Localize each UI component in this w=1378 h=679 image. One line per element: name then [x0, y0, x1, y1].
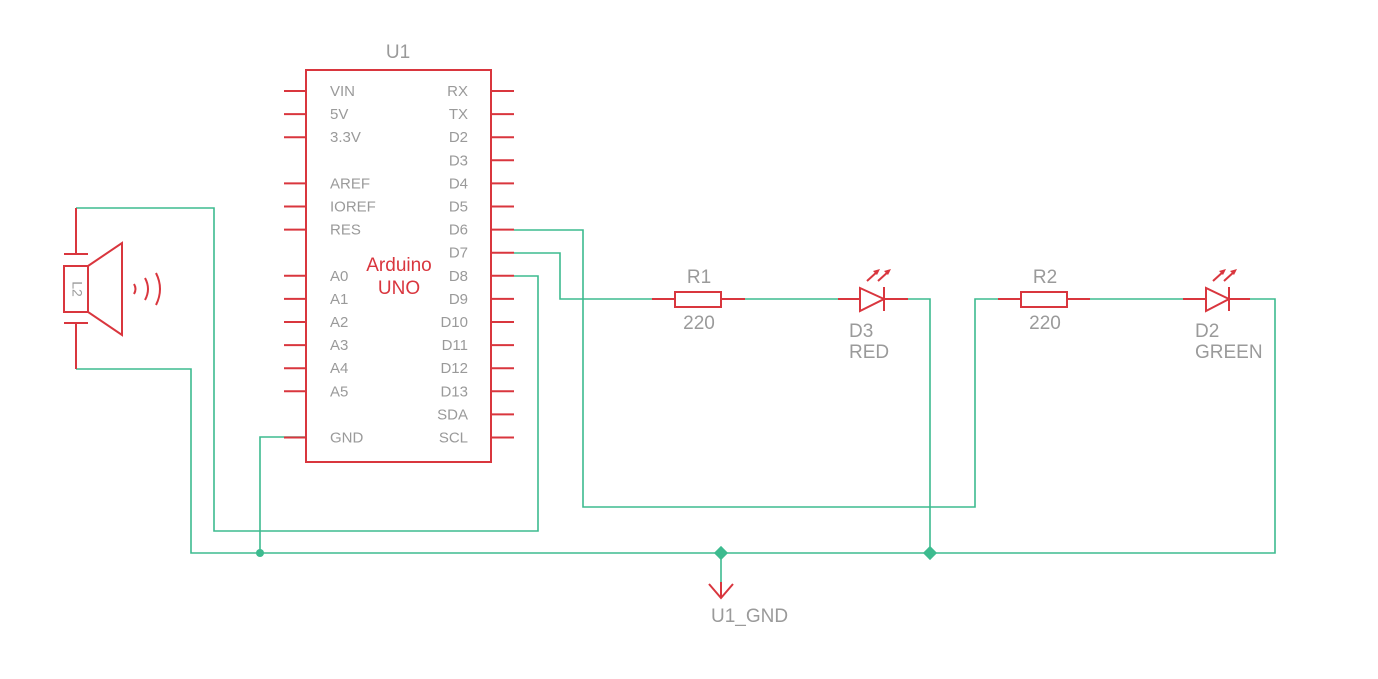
junction-dot [922, 545, 938, 561]
r1-ref: R1 [687, 267, 711, 288]
ground-label: U1_GND [711, 606, 788, 627]
d2-ref: D2 [1195, 321, 1219, 342]
resistor-r2[interactable]: R2 220 [998, 267, 1090, 334]
speaker-ref: L2 [69, 281, 85, 297]
arduino-body [305, 69, 492, 463]
arduino-model: UNO [378, 278, 420, 299]
pin-label: A1 [330, 291, 348, 308]
pin-label: D7 [449, 245, 468, 262]
pin-label: D12 [440, 360, 468, 377]
led-d3[interactable]: D3 RED [838, 269, 908, 363]
arduino-ref: U1 [386, 42, 410, 63]
pin-label: VIN [330, 83, 355, 100]
pin-label: 3.3V [330, 129, 361, 146]
pin-label: D3 [449, 152, 468, 169]
light-emission-icon [1212, 269, 1237, 282]
d3-value: RED [849, 342, 889, 363]
ground-arrow-icon [708, 583, 734, 600]
wire-d8[interactable] [76, 207, 539, 532]
d2-value: GREEN [1195, 342, 1263, 363]
pin-label: 5V [330, 106, 348, 123]
pin-label: RX [447, 83, 468, 100]
junction-dot [713, 545, 729, 561]
speaker[interactable]: L2 [63, 208, 161, 369]
pin-label: D6 [449, 222, 468, 239]
wire-d3-cathode[interactable] [908, 298, 931, 553]
pin-label: A0 [330, 268, 348, 285]
pin-label: D9 [449, 291, 468, 308]
pin-label: D10 [440, 314, 468, 331]
r1-value: 220 [683, 313, 715, 334]
pin-label: A3 [330, 337, 348, 354]
arduino-uno[interactable]: U1 Arduino UNO VIN 5V 3.3V AREF IOREF RES A0A1… [284, 42, 514, 463]
pin-label: SCL [439, 430, 468, 447]
resistor-r1[interactable]: R1 220 [652, 267, 745, 334]
pin-label: A5 [330, 383, 348, 400]
d3-ref: D3 [849, 321, 873, 342]
pin-label: RES [330, 222, 361, 239]
pin-label: D5 [449, 199, 468, 216]
pin-label: GND [330, 430, 364, 447]
wire-gnd[interactable] [259, 436, 306, 553]
pin-label: D13 [440, 383, 468, 400]
pin-label: AREF [330, 175, 370, 192]
wire-d7[interactable] [514, 252, 652, 300]
sound-wave-icon [133, 283, 137, 295]
ground-symbol[interactable]: U1_GND [708, 582, 788, 627]
junction-dot [256, 549, 264, 557]
pin-label: A2 [330, 314, 348, 331]
arduino-name: Arduino [366, 255, 432, 276]
pin-label: A4 [330, 360, 348, 377]
light-emission-icon [866, 269, 891, 282]
pin-label: D8 [449, 268, 468, 285]
r2-value: 220 [1029, 313, 1061, 334]
pin-label: D4 [449, 175, 468, 192]
r2-ref: R2 [1033, 267, 1057, 288]
pin-label: IOREF [330, 199, 376, 216]
pin-label: D2 [449, 129, 468, 146]
wire-d6[interactable] [514, 229, 998, 508]
pin-label: SDA [437, 406, 468, 423]
pin-label: TX [449, 106, 468, 123]
pin-label: D11 [442, 337, 468, 354]
wires [76, 207, 1276, 582]
led-d2[interactable]: D2 GREEN [1183, 269, 1263, 363]
wire-speaker-gnd[interactable] [76, 298, 1276, 554]
